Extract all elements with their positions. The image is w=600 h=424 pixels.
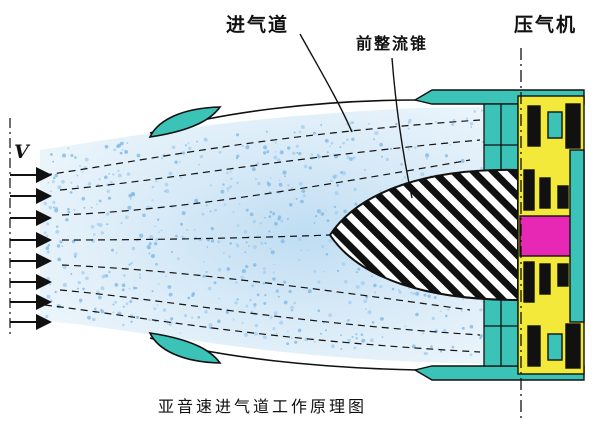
- streamlines: [44, 119, 481, 353]
- nose-cone: [328, 168, 519, 302]
- diagram-caption: 亚音速进气道工作原理图: [158, 397, 368, 416]
- inlet-lower-lip: [148, 331, 222, 364]
- leader-lines: [299, 33, 413, 199]
- inlet-upper-lip: [148, 106, 222, 139]
- inlet-label: 进气道: [226, 14, 290, 36]
- inflow-arrows: [10, 167, 52, 330]
- nose-cone-label: 前整流锥: [356, 34, 429, 53]
- compressor: [517, 95, 585, 375]
- velocity-label: V: [14, 141, 29, 163]
- compressor-label: 压气机: [514, 14, 578, 36]
